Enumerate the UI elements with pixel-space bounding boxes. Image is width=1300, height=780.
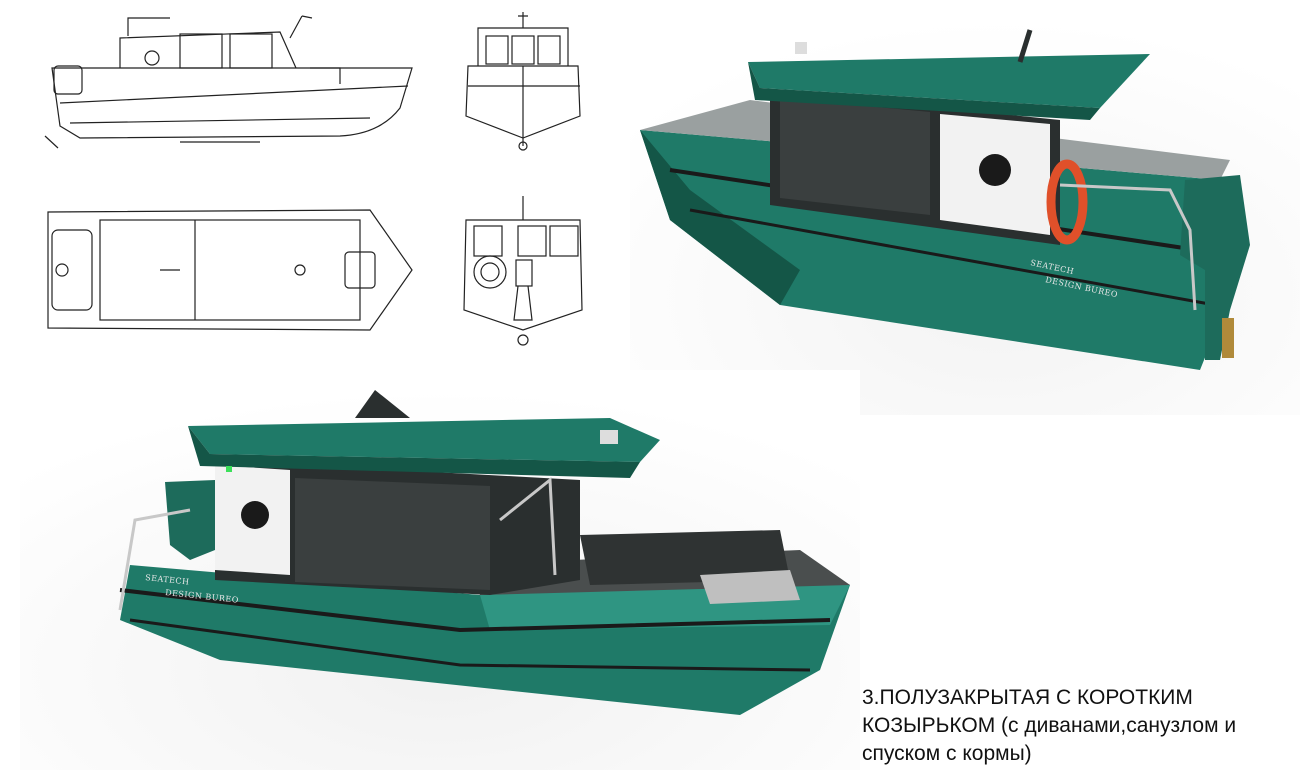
outboard-motor <box>165 480 215 560</box>
caption-line-2: КОЗЫРЬКОМ (с диванами,санузлом и <box>862 714 1237 737</box>
variant-caption: 3.ПОЛУЗАКРЫТАЯ С КОРОТКИМ КОЗЫРЬКОМ (с д… <box>862 684 1298 768</box>
caption-line-1: 3.ПОЛУЗАКРЫТАЯ С КОРОТКИМ <box>862 686 1193 709</box>
caption-line-3: спуском с кормы) <box>862 742 1032 765</box>
cabin-roof <box>748 54 1150 108</box>
boat-render-bow-view: SEATECH DESIGN BUREO <box>20 370 860 770</box>
side-view-drawing <box>40 8 420 158</box>
top-view-drawing <box>40 200 420 340</box>
front-view-drawing <box>458 6 588 156</box>
cabin-roof <box>188 418 660 462</box>
boat-render-stern-view: SEATECH DESIGN BUREO <box>630 20 1300 415</box>
rear-view-drawing <box>458 190 588 360</box>
outboard-motor <box>1180 175 1250 360</box>
lifebuoy <box>1046 159 1088 245</box>
